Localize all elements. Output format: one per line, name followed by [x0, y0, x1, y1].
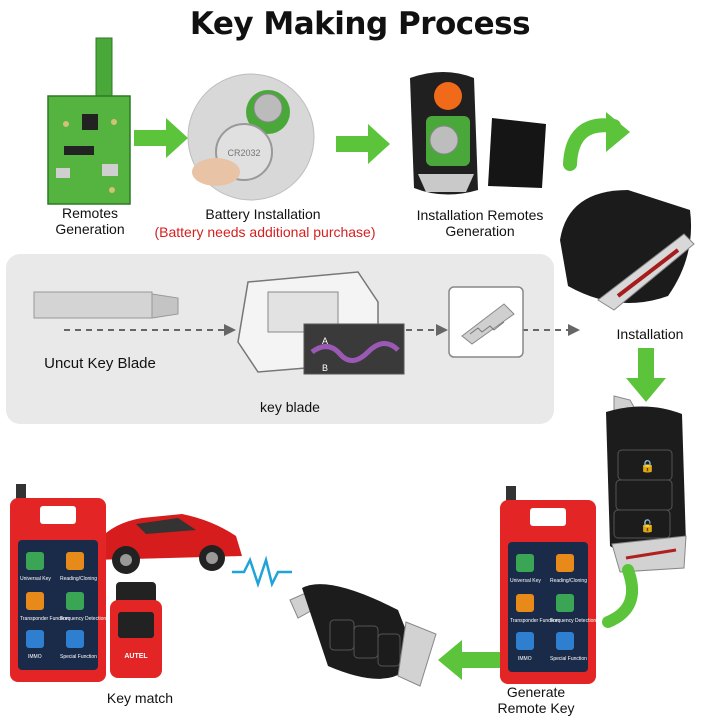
label-battery-installation: Battery Installation: [205, 206, 321, 222]
btn-lock-small: [329, 619, 355, 651]
pcb-board-image: [47, 37, 131, 205]
arrow-right-2: [336, 124, 390, 164]
tablet-right-tiles: [516, 554, 574, 650]
machine-label-b: B: [322, 363, 328, 373]
tile-label: Frequency Detection: [550, 618, 596, 624]
unlock-icon: 🔓: [640, 519, 655, 533]
label-installation-remotes: Installation Remotes Generation: [416, 207, 544, 239]
label-generate-remote: Generate Remote Key: [497, 684, 575, 716]
tablet-left-image: Universal Key Reading/Cloning Transponde…: [10, 484, 106, 682]
tile-label: Universal Key: [20, 576, 51, 582]
obd-brand: AUTEL: [124, 653, 148, 660]
tile-label: Transponder Function: [20, 616, 69, 622]
key-cutting-machine-image: A B: [237, 271, 405, 375]
signal-wave-icon: [232, 555, 292, 588]
unlock-button: [613, 509, 671, 539]
tile-label: Special Function: [550, 656, 587, 662]
lock-icon: 🔒: [640, 459, 655, 473]
obd-dongle-image: AUTEL: [110, 582, 162, 678]
label-installation: Installation: [616, 326, 684, 342]
battery-install-image: CR2032: [187, 73, 315, 201]
tile-label: Frequency Detection: [60, 616, 106, 622]
arrow-curved-down: [563, 112, 630, 171]
trunk-button: [615, 479, 673, 511]
flip-key-small-image: [289, 584, 437, 687]
flip-key-large-image: 🔒 🔓: [606, 395, 687, 573]
page-title: Key Making Process: [189, 6, 531, 42]
tile-label: IMMO: [28, 654, 42, 660]
label-uncut-blade: Uncut Key Blade: [44, 355, 156, 372]
label-key-match: Key match: [106, 690, 174, 706]
label-remotes-generation: Remotes Generation: [55, 205, 125, 237]
fob-closeup-image: [560, 190, 695, 311]
tile-label: IMMO: [518, 656, 532, 662]
cut-key-image: [448, 286, 524, 358]
car-image: [92, 514, 242, 574]
tile-label: Universal Key: [510, 578, 541, 584]
label-key-blade: key blade: [260, 399, 320, 415]
process-dashed-line: [64, 324, 580, 336]
arrow-curved-left-down: [602, 564, 638, 628]
tile-label: Reading/Cloning: [550, 578, 587, 584]
arrow-down: [626, 348, 666, 402]
tile-label: Transponder Function: [510, 618, 559, 624]
arrow-right-1: [134, 118, 188, 158]
tile-label: Special Function: [60, 654, 97, 660]
tile-label: Reading/Cloning: [60, 576, 97, 582]
btn-trunk-small: [353, 625, 379, 659]
arrow-left: [438, 640, 500, 680]
label-battery-note: (Battery needs additional purchase): [154, 224, 376, 240]
machine-label-a: A: [322, 336, 328, 346]
remote-shell-open-image: [410, 72, 546, 195]
battery-text: CR2032: [227, 148, 260, 158]
uncut-blade-image: [33, 291, 179, 319]
btn-unlock-small: [377, 633, 401, 667]
tablet-right-image: Universal Key Reading/Cloning Transponde…: [500, 486, 596, 684]
